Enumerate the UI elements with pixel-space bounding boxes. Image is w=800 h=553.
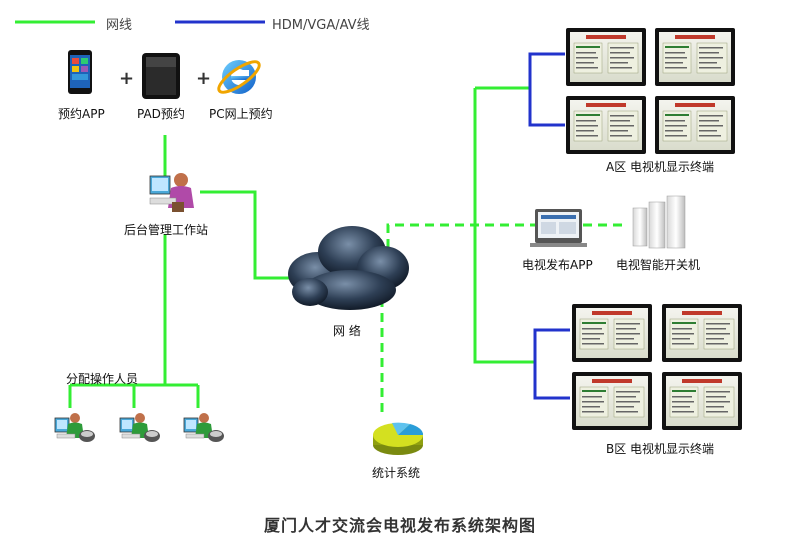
- tablet-icon: [142, 53, 180, 99]
- zone-a-label: A区 电视机显示终端: [606, 160, 715, 174]
- tv-screen-icon: [565, 95, 647, 155]
- operator-icon: [54, 412, 96, 443]
- power-switch-label: 电视智能开关机: [616, 258, 701, 272]
- app-label: 预约APP: [58, 107, 105, 121]
- tv-screen-icon: [661, 303, 743, 363]
- operator-icon: [119, 412, 161, 443]
- workstation-label: 后台管理工作站: [124, 223, 209, 237]
- tv-screen-icon: [571, 303, 653, 363]
- phone-icon: [68, 50, 92, 94]
- publish-app-label: 电视发布APP: [522, 258, 593, 272]
- staff-label: 分配操作人员: [66, 372, 139, 386]
- tv-screen-icon: [661, 371, 743, 431]
- zone-b-label: B区 电视机显示终端: [606, 442, 715, 456]
- tv-screen-icon: [571, 371, 653, 431]
- pad-label: PAD预约: [137, 107, 185, 121]
- pie-chart-icon: [373, 422, 424, 455]
- pc-label: PC网上预约: [209, 107, 273, 121]
- tv-screen-icon: [654, 27, 736, 87]
- video-lines: [528, 52, 570, 400]
- cloud-icon: [288, 226, 409, 310]
- dashed-network-lines: [380, 223, 625, 418]
- diagram-caption: 厦门人才交流会电视发布系统架构图: [263, 516, 536, 535]
- workstation-icon: [149, 173, 194, 212]
- legend-network-label: 网线: [106, 18, 133, 33]
- publish-app-monitor-icon: [530, 209, 587, 247]
- operator-icon: [183, 412, 225, 443]
- stats-label: 统计系统: [372, 466, 421, 480]
- network-label: 网 络: [333, 324, 361, 338]
- tv-screen-icon: [565, 27, 647, 87]
- tv-screen-icon: [654, 95, 736, 155]
- network-lines: [68, 86, 535, 408]
- server-icon: [632, 195, 686, 249]
- ie-browser-icon: [217, 60, 261, 94]
- legend-video-label: HDM/VGA/AV线: [272, 18, 370, 33]
- plus-sign-1: +: [119, 68, 134, 89]
- plus-sign-2: +: [196, 68, 211, 89]
